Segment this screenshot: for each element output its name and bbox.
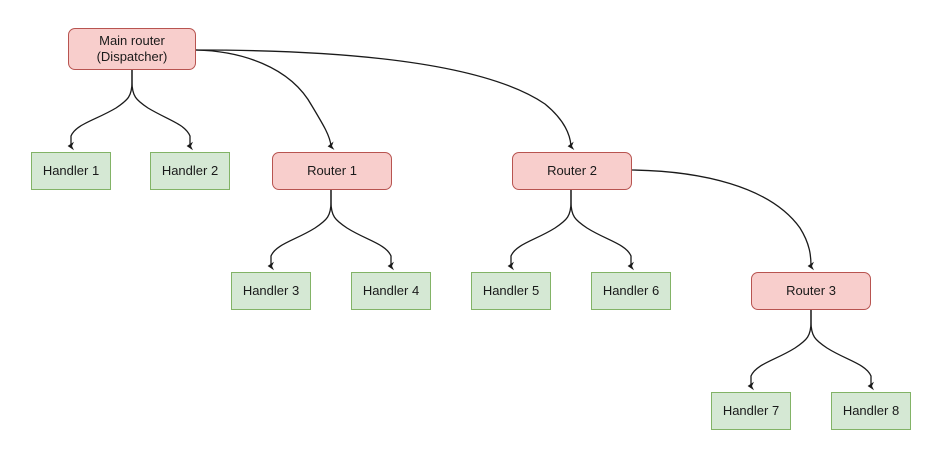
node-label-handler5: Handler 5 [482, 282, 540, 298]
node-handler6[interactable]: Handler 6 [591, 272, 671, 310]
node-handler2[interactable]: Handler 2 [150, 152, 230, 190]
edge-router3-handler8 [810, 309, 874, 391]
node-label-handler3: Handler 3 [242, 282, 300, 298]
node-label-main: Main router (Dispatcher) [96, 32, 168, 64]
node-label-handler8: Handler 8 [842, 402, 900, 418]
node-router3[interactable]: Router 3 [751, 272, 871, 310]
edge-router3-handler7 [747, 309, 812, 391]
edge-router1-handler3 [267, 189, 332, 271]
node-main[interactable]: Main router (Dispatcher) [68, 28, 196, 70]
node-label-handler2: Handler 2 [161, 162, 219, 178]
node-handler8[interactable]: Handler 8 [831, 392, 911, 430]
node-label-handler7: Handler 7 [722, 402, 780, 418]
node-router2[interactable]: Router 2 [512, 152, 632, 190]
edge-main-router1 [195, 49, 335, 150]
node-label-router3: Router 3 [786, 282, 836, 298]
edge-router2-router3 [631, 169, 815, 271]
edge-router1-handler4 [330, 189, 394, 271]
edge-main-router2 [195, 49, 575, 150]
node-label-handler4: Handler 4 [362, 282, 420, 298]
edge-main-handler1 [67, 69, 133, 151]
edge-router2-handler6 [570, 189, 634, 271]
node-handler4[interactable]: Handler 4 [351, 272, 431, 310]
node-handler1[interactable]: Handler 1 [31, 152, 111, 190]
node-label-router1: Router 1 [307, 162, 357, 178]
node-router1[interactable]: Router 1 [272, 152, 392, 190]
node-label-handler1: Handler 1 [42, 162, 100, 178]
edge-main-handler2 [131, 69, 193, 151]
node-handler7[interactable]: Handler 7 [711, 392, 791, 430]
node-label-handler6: Handler 6 [602, 282, 660, 298]
node-label-router2: Router 2 [547, 162, 597, 178]
node-handler5[interactable]: Handler 5 [471, 272, 551, 310]
edge-router2-handler5 [507, 189, 572, 271]
node-handler3[interactable]: Handler 3 [231, 272, 311, 310]
